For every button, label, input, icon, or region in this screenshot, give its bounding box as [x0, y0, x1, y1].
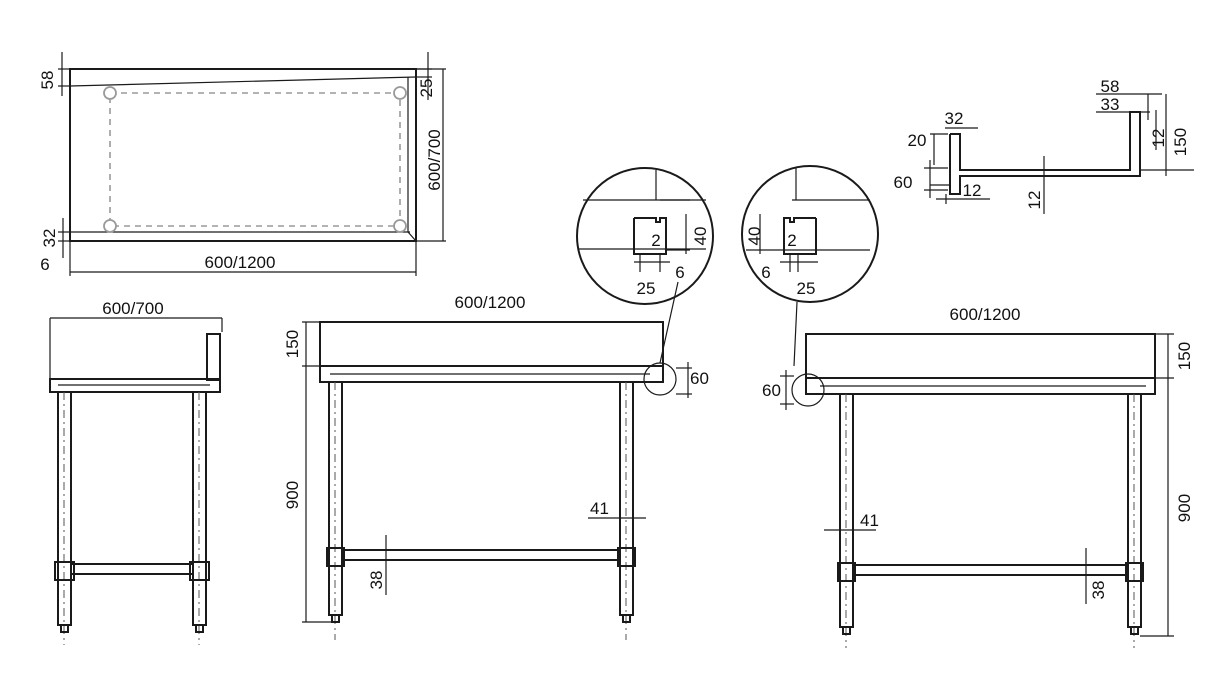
- back-view-worktop: [805, 377, 1156, 395]
- section-dim-12-mid: 12: [1025, 191, 1044, 210]
- front-view-worktop: [319, 365, 664, 383]
- side-undershelf: [70, 563, 194, 575]
- section-dim-32: 32: [945, 109, 964, 128]
- detail-a-dim-40: 40: [691, 227, 710, 246]
- back-detail-callout: [791, 373, 825, 407]
- section-dim-20: 20: [908, 131, 927, 150]
- detail-b-circle: [741, 165, 879, 303]
- section-dim-33: 33: [1101, 95, 1120, 114]
- side-dim-depth: 600/700: [102, 299, 163, 318]
- detail-b: 40 2 6 25: [741, 165, 879, 303]
- top-dim-25: 25: [417, 79, 436, 98]
- front-dim-width: 600/1200: [455, 293, 526, 312]
- top-view-corner: [407, 231, 417, 242]
- back-dim-38: 38: [1089, 581, 1108, 600]
- front-dim-900: 900: [283, 481, 302, 509]
- leg-marker-br: [393, 219, 407, 233]
- front-view-backsplash: [319, 321, 664, 367]
- back-view-backsplash: [805, 333, 1156, 379]
- top-dim-58: 58: [38, 71, 57, 90]
- top-dim-32: 32: [40, 229, 59, 248]
- detail-a: 40 2 6 25: [576, 167, 714, 305]
- back-dim-41: 41: [860, 511, 879, 530]
- front-view: 600/1200 150 900 60 41 38: [283, 281, 709, 640]
- back-dim-150: 150: [1175, 342, 1194, 370]
- side-view: 600/700: [49, 299, 223, 645]
- side-view-backsplash: [206, 333, 221, 381]
- section-dim-12-left: 12: [963, 181, 982, 200]
- detail-b-dim-25: 25: [797, 279, 816, 298]
- front-dim-150: 150: [283, 330, 302, 358]
- detail-a-circle: [576, 167, 714, 305]
- top-dim-width: 600/1200: [205, 253, 276, 272]
- top-view-outline: [69, 68, 417, 242]
- front-undershelf: [341, 549, 621, 561]
- detail-b-dim-40: 40: [745, 227, 764, 246]
- top-dim-6: 6: [40, 255, 49, 274]
- back-view: 600/1200 150 900 60 41 38: [762, 301, 1194, 648]
- top-view-leg-frame: [109, 92, 401, 227]
- detail-b-dim-6: 6: [761, 263, 770, 282]
- detail-a-dim-2: 2: [651, 231, 660, 250]
- back-dim-60: 60: [762, 381, 781, 400]
- back-dim-900: 900: [1175, 494, 1194, 522]
- top-dim-depth: 600/700: [425, 129, 444, 190]
- front-dim-38: 38: [367, 571, 386, 590]
- top-view-upstand-line: [69, 76, 417, 87]
- section-detail: 32 20 60 12 12 58 33 12 150: [894, 77, 1194, 214]
- section-dim-58: 58: [1101, 77, 1120, 96]
- section-dim-12-right: 12: [1149, 129, 1168, 148]
- detail-a-dim-25: 25: [637, 279, 656, 298]
- back-undershelf: [852, 564, 1129, 576]
- front-detail-callout: [643, 362, 677, 396]
- leg-marker-bl: [103, 219, 117, 233]
- detail-b-dim-2: 2: [787, 231, 796, 250]
- section-dim-150: 150: [1171, 128, 1190, 156]
- leg-marker-tl: [103, 86, 117, 100]
- front-dim-60: 60: [690, 369, 709, 388]
- front-dim-41: 41: [590, 499, 609, 518]
- leg-marker-tr: [393, 86, 407, 100]
- side-view-worktop: [49, 378, 221, 393]
- detail-a-dim-6: 6: [675, 263, 684, 282]
- top-view: 58 25 600/700 32 600/1200 6: [38, 52, 446, 276]
- section-dim-60: 60: [894, 173, 913, 192]
- back-dim-width: 600/1200: [950, 305, 1021, 324]
